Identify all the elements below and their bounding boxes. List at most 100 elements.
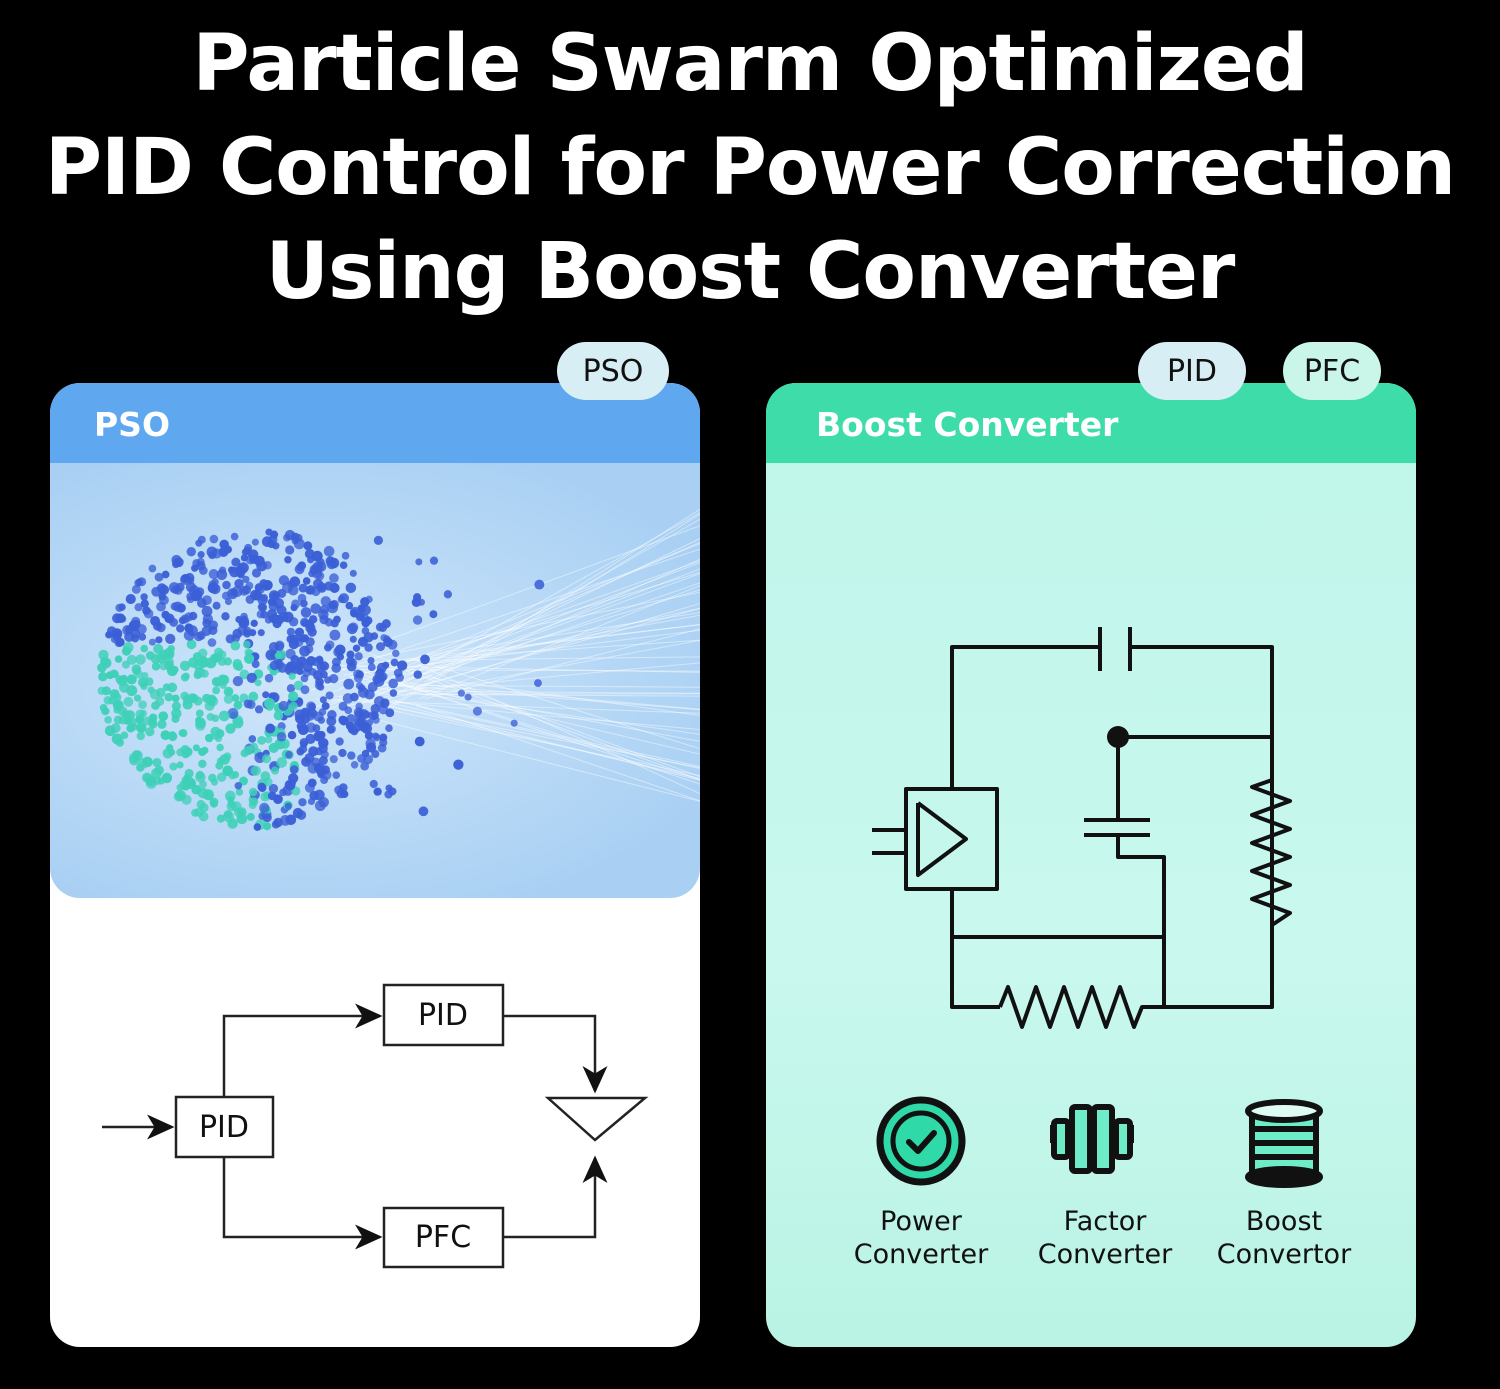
particle: [366, 742, 377, 753]
particle: [413, 670, 423, 679]
particle: [388, 787, 397, 796]
icon-label-line: Convertor: [1216, 1239, 1352, 1270]
particle: [298, 744, 308, 754]
particle: [118, 603, 126, 611]
particle: [289, 765, 299, 775]
particle: [273, 710, 284, 721]
particle: [118, 706, 128, 717]
particle: [100, 657, 109, 666]
dumbbell-icon: [1050, 1104, 1134, 1174]
particle: [278, 575, 290, 586]
particle: [326, 559, 337, 570]
particle: [242, 640, 251, 649]
particle: [195, 720, 206, 731]
particle: [363, 754, 374, 765]
particle: [249, 629, 257, 637]
particle: [251, 538, 259, 546]
particle: [319, 661, 330, 671]
particle-trail: [406, 656, 700, 661]
arrow-to-top-pid: [222, 1003, 383, 1097]
particle: [173, 791, 184, 802]
particle: [138, 633, 147, 641]
particle: [227, 708, 239, 719]
particle: [181, 794, 192, 805]
particle: [221, 612, 230, 621]
particle: [287, 730, 297, 740]
bottom-resistor: [998, 985, 1170, 1029]
particle: [198, 811, 209, 822]
particle: [320, 670, 328, 679]
particle: [357, 636, 368, 647]
particle: [286, 627, 296, 636]
particle: [260, 593, 268, 602]
particle: [429, 610, 438, 619]
particle: [140, 593, 148, 601]
input-pid-box: [174, 1095, 275, 1159]
particle: [379, 672, 388, 681]
particle: [284, 555, 292, 564]
particle-trail: [391, 680, 700, 781]
particle: [115, 613, 126, 624]
particle: [253, 823, 262, 831]
particle: [138, 700, 147, 710]
particle: [135, 578, 144, 586]
pid-block-diagram: [102, 983, 649, 1269]
particle: [241, 585, 252, 595]
particle: [231, 557, 241, 567]
particle: [148, 564, 157, 573]
particle: [235, 788, 244, 796]
pfc-box: [382, 1206, 505, 1269]
particle: [179, 660, 191, 671]
particle: [321, 765, 331, 775]
particle-trail: [333, 543, 700, 693]
particle: [365, 595, 373, 604]
particle: [217, 650, 227, 660]
particle: [197, 787, 209, 799]
particle: [246, 672, 257, 684]
particle: [241, 548, 250, 556]
particle: [225, 723, 236, 734]
summing-triangle: [544, 1096, 649, 1142]
particle: [453, 759, 464, 770]
particle: [367, 656, 375, 665]
particle: [379, 738, 388, 747]
particle: [296, 810, 307, 820]
particle: [338, 748, 347, 758]
particle: [218, 710, 230, 722]
particle-trail: [422, 676, 700, 716]
particle: [209, 797, 219, 807]
particle: [338, 715, 347, 725]
particle: [181, 778, 193, 790]
circuit-diagram: [872, 627, 1323, 1188]
particle: [311, 587, 321, 597]
particle-trail: [415, 659, 700, 750]
particle-trail: [349, 675, 700, 742]
particle: [216, 814, 225, 823]
particle: [331, 657, 341, 667]
particle: [274, 652, 282, 660]
particle: [264, 673, 274, 683]
particle: [126, 674, 137, 685]
particle: [223, 694, 234, 704]
particle: [347, 751, 356, 760]
particle: [161, 570, 170, 579]
particle: [354, 652, 363, 661]
particle: [251, 568, 262, 578]
particle: [183, 629, 195, 641]
particle: [289, 576, 301, 588]
particle-trail: [361, 670, 700, 785]
particle: [326, 715, 337, 727]
particle: [333, 615, 341, 624]
particle-trail: [418, 585, 700, 700]
particle: [258, 812, 266, 820]
particle: [307, 556, 315, 564]
particle: [159, 661, 168, 671]
particle-trail: [349, 697, 700, 731]
particle: [186, 639, 197, 650]
particle: [306, 656, 316, 666]
particle-trail: [368, 652, 700, 778]
particle: [273, 794, 283, 805]
pso-card: PSO PID PID PFC: [50, 383, 700, 1347]
particle: [261, 754, 272, 764]
particle: [373, 787, 382, 796]
